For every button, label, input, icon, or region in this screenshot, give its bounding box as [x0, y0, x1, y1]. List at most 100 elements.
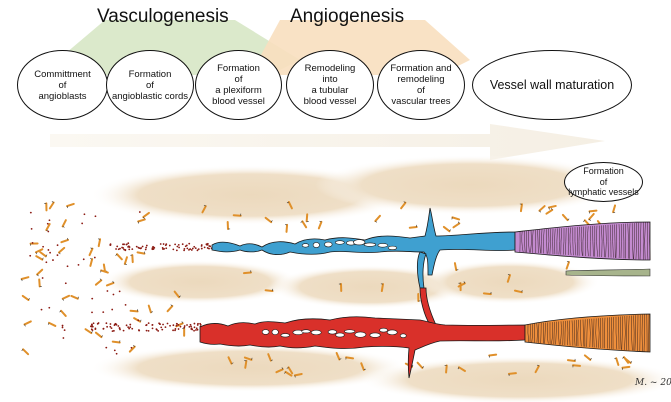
tissue-ellipse	[420, 260, 600, 304]
cord-cell	[109, 325, 112, 328]
wall-cell-line	[609, 224, 612, 258]
blood-cell	[61, 324, 64, 327]
angioblast-process	[77, 296, 79, 299]
cord-cell	[206, 247, 209, 249]
angioblast-cell	[360, 362, 365, 371]
angioblast-process	[143, 216, 145, 219]
angioblast-cell	[534, 365, 540, 374]
cord-cell	[194, 247, 197, 250]
wall-cell-line	[604, 317, 606, 349]
angioblast-cell	[128, 345, 136, 353]
angioblast-cell	[452, 222, 461, 229]
angioblast-cell	[142, 211, 150, 219]
angioblast-process	[590, 357, 592, 360]
lymphatic-vessel	[565, 268, 651, 277]
cord-cell	[169, 324, 171, 327]
angioblast-process	[112, 280, 114, 284]
cord-cell	[121, 246, 123, 249]
angioblast-process	[286, 201, 290, 204]
angioblast-process	[66, 205, 69, 209]
tissue-background	[90, 155, 671, 402]
angioblast-process	[270, 220, 273, 223]
angioblast-process	[550, 207, 553, 211]
blood-cell	[106, 290, 109, 292]
plexus-hole	[369, 332, 381, 338]
angioblast-cell	[445, 364, 448, 374]
cord-cell	[190, 325, 192, 328]
plexus-hole	[387, 245, 398, 250]
cord-cell	[178, 246, 181, 249]
wall-cell-line	[582, 319, 585, 347]
cord-cell	[174, 243, 177, 246]
blood-cell	[93, 256, 96, 259]
angioblast-cell	[34, 248, 44, 254]
angioblast-process	[457, 221, 460, 224]
cord-cell	[193, 326, 196, 329]
wall-cell-line	[536, 323, 538, 343]
angioblast-cell	[94, 279, 103, 286]
cord-cell	[145, 246, 148, 249]
cord-cell	[115, 248, 117, 250]
cord-cell	[193, 322, 196, 325]
blood-cell	[81, 222, 84, 225]
blood-cell	[48, 306, 51, 309]
wall-cell-line	[554, 228, 556, 255]
blood-cell	[66, 265, 69, 268]
wall-cell-line	[592, 225, 594, 257]
plexus-hole	[386, 329, 398, 336]
angioblast-cell	[35, 255, 44, 261]
cord-cell	[128, 248, 131, 251]
plexus-hole	[301, 243, 310, 248]
cord-cell	[153, 246, 156, 249]
angioblast-cell	[264, 216, 273, 224]
angioblast-cell	[538, 205, 546, 212]
cord-cell	[147, 322, 150, 324]
angioblast-process	[178, 295, 181, 298]
cord-cell	[157, 330, 160, 332]
cord-cell	[175, 322, 178, 325]
wall-cell-line	[521, 230, 524, 253]
angioblast-process	[67, 237, 69, 241]
cord-cell	[195, 327, 198, 330]
blood-cell	[82, 258, 85, 261]
angioblast-cell	[111, 340, 121, 344]
blood-cell	[91, 297, 94, 300]
angioblast-process	[115, 253, 118, 256]
blood-cell	[62, 337, 65, 339]
angioblast-process	[181, 321, 184, 324]
angioblast-cell	[116, 253, 123, 261]
scattered-cells	[20, 201, 633, 378]
angioblast-process	[251, 357, 253, 360]
angioblast-cell	[89, 258, 94, 267]
angioblast-process	[567, 218, 570, 221]
wall-cell-line	[601, 225, 603, 258]
wall-cell-line	[556, 228, 558, 255]
wall-cell-line	[631, 223, 634, 259]
wall-cell-line	[612, 316, 615, 350]
blood-cell	[41, 277, 44, 279]
cord-cell	[137, 246, 140, 249]
wall-cell-line	[537, 323, 540, 343]
plexus-hole	[261, 329, 270, 335]
angioblast-cell	[301, 220, 308, 229]
wall-cell-line	[580, 226, 583, 256]
cord-cell	[123, 248, 125, 251]
angioblast-process	[284, 371, 286, 374]
wall-cell-line	[572, 227, 574, 256]
wall-cell-line	[615, 224, 618, 258]
blood-cell	[29, 254, 32, 257]
angioblast-process	[90, 247, 93, 249]
wall-cell-line	[603, 225, 605, 258]
angioblast-process	[137, 221, 140, 224]
cord-cell	[193, 245, 196, 248]
angioblast-cell	[227, 356, 233, 365]
angioblast-cell	[61, 294, 71, 300]
blood-cell	[63, 329, 66, 332]
angioblast-cell	[287, 201, 293, 210]
wall-cell-line	[580, 319, 582, 347]
cord-cell	[195, 329, 197, 331]
wall-cell-line	[649, 222, 651, 261]
cord-cell	[190, 249, 193, 251]
wall-cell-line	[549, 228, 552, 254]
wall-cell-line	[633, 223, 635, 260]
